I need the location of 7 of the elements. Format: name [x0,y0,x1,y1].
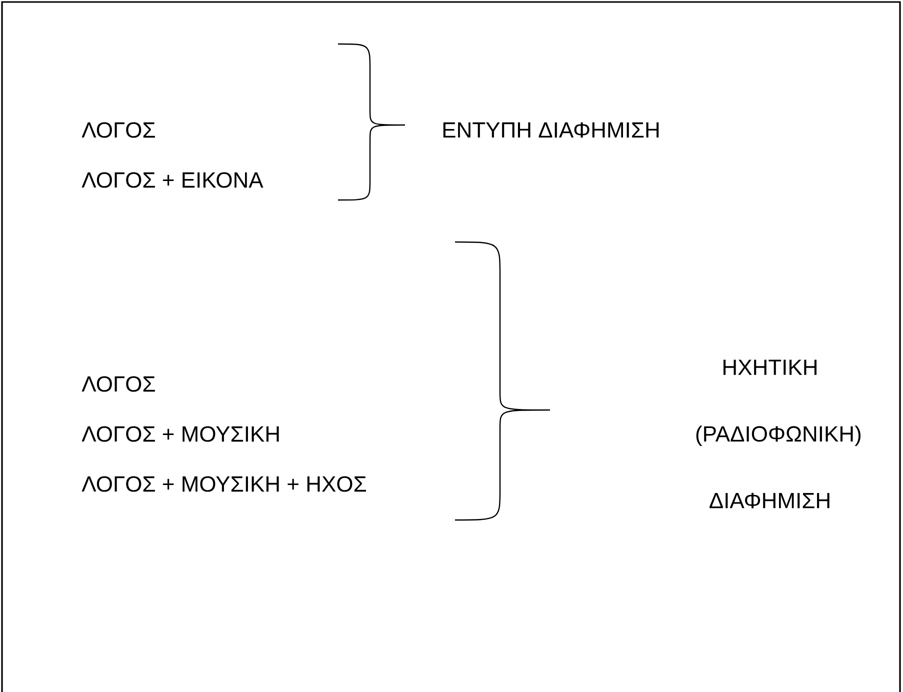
label-text: ΛΟΓΟΣ [82,122,155,138]
label-text: ΛΟΓΟΣ + ΜΟΥΣΙΚΗ + ΗΧΟΣ [82,476,366,492]
label-text: ΕΝΤΥΠΗ ΔΙΑΦΗΜΙΣΗ [443,122,659,138]
label-text: ΛΟΓΟΣ [82,376,155,392]
label-text: ΗΧΗΤΙΚΗ (ΡΑΔΙΟΦΩΝΙΚΗ) ΔΙΑΦΗΜΙΣΗ [696,360,860,508]
label-text: ΛΟΓΟΣ + ΜΟΥΣΙΚΗ [82,426,279,442]
label-text: ΛΟΓΟΣ + ΕΙΚΟΝΑ [82,172,264,188]
